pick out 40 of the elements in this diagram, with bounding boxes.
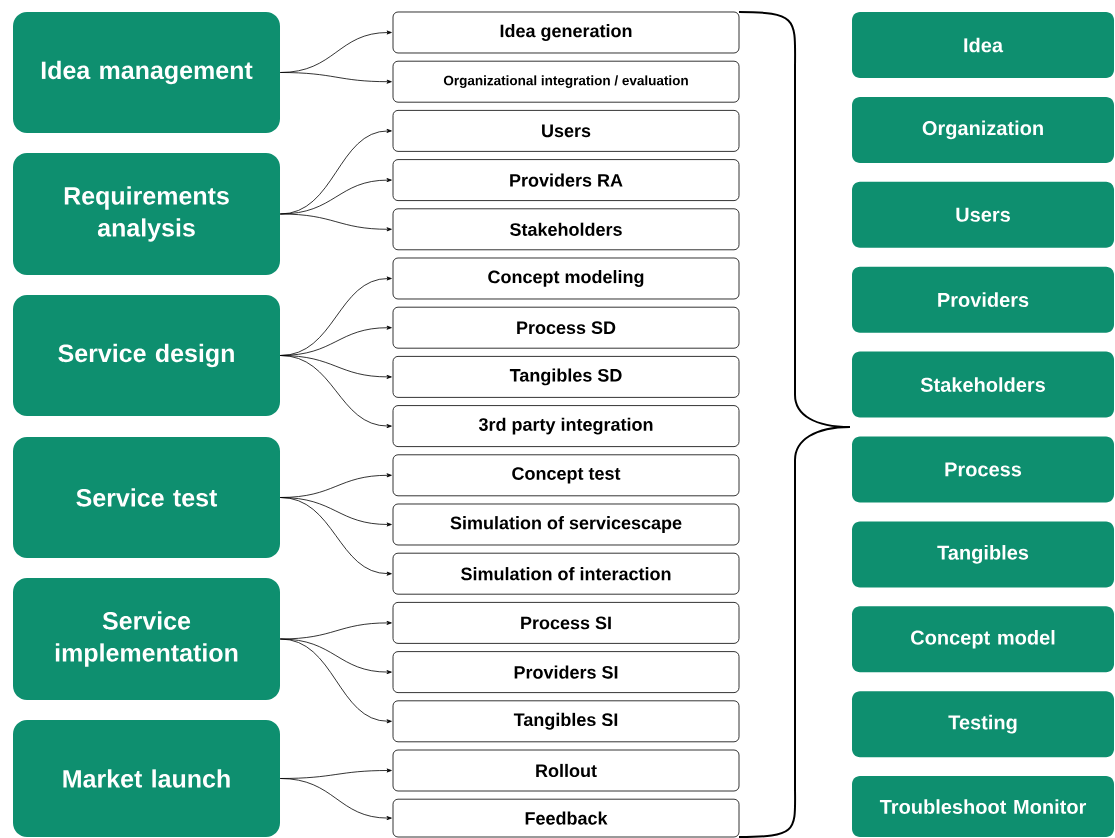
stage-box: Requirements analysis [13,153,280,275]
activity-box: Simulation of interaction [392,552,740,595]
activity-box: Feedback [392,798,740,838]
activity-box: Idea generation [392,11,740,54]
category-box: Testing [852,691,1114,758]
activity-box: Rollout [392,749,740,792]
stage-box: Service test [13,437,280,558]
stage-box: Service implementation [13,578,280,700]
arrow [279,497,392,576]
arrow [279,72,392,84]
category-box: Users [852,181,1114,248]
arrow [279,638,392,724]
category-box: Providers [852,266,1114,333]
category-box: Tangibles [852,521,1114,588]
category-box: Organization [852,96,1114,163]
category-box: Troubleshoot Monitor [852,776,1114,837]
activity-box: Organizational integration / evaluation [392,60,740,103]
activity-box: Tangibles SI [392,700,740,743]
category-box: Stakeholders [852,351,1114,418]
arrow [279,355,392,429]
arrow [279,213,392,232]
activity-box: Concept modeling [392,257,740,300]
activity-box: Providers SI [392,651,740,693]
activity-box: Simulation of servicescape [392,503,740,546]
arrow [279,638,392,675]
activity-box: Process SD [392,306,740,349]
activity-box: Providers RA [392,159,740,201]
category-box: Concept model [852,606,1114,673]
stage-box: Market launch [13,720,280,837]
activity-box: Users [392,110,740,152]
activity-box: Concept test [392,454,740,497]
arrow [279,778,392,821]
category-box: Idea [852,12,1114,78]
activity-box: Stakeholders [392,208,740,251]
stage-box: Service design [13,295,280,416]
activity-box: 3rd party integration [392,405,740,447]
stage-box: Idea management [13,12,280,133]
activity-box: Process SI [392,602,740,644]
category-box: Process [852,436,1114,503]
activity-box: Tangibles SD [392,356,740,398]
